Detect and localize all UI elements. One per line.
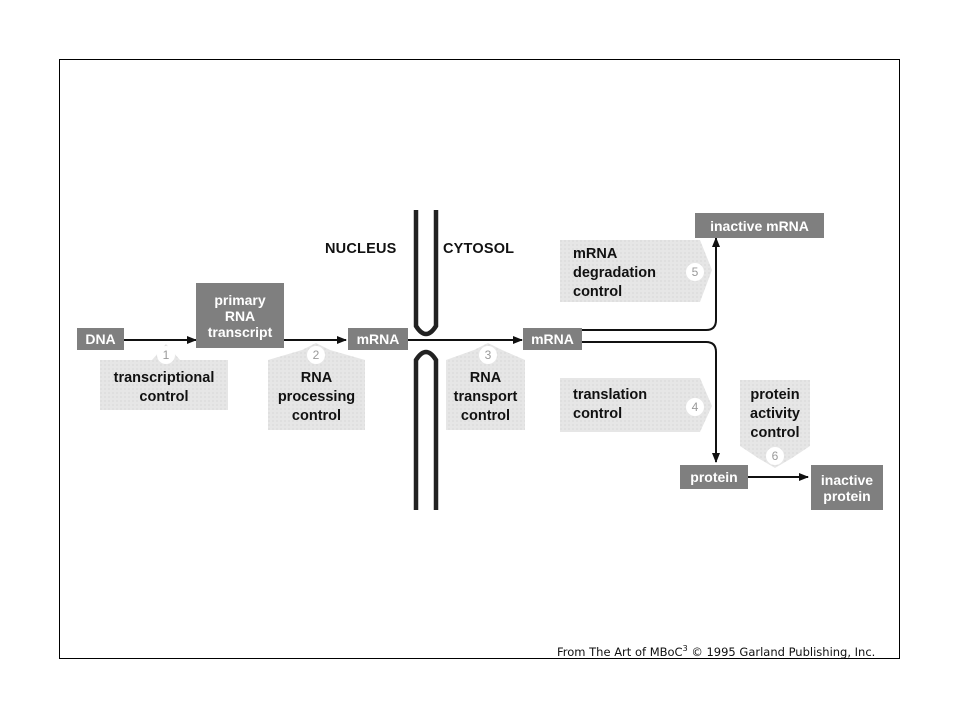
control-4-line-1: translation (573, 387, 648, 403)
control-6-line-3: control (750, 425, 800, 441)
transcript-line-3: transcript (207, 323, 273, 340)
inactive-protein-line-2: protein (823, 487, 871, 504)
control-4-line-2: control (573, 406, 623, 422)
dna-box: DNA (77, 328, 124, 350)
control-text-5: mRNA degradation control (573, 245, 656, 302)
inactive-protein-line-1: inactive (820, 471, 874, 488)
control-number-4: 4 (686, 398, 704, 416)
control-5-line-1: mRNA (573, 246, 618, 262)
control-3-line-2: transport (453, 389, 518, 405)
control-shape-4 (560, 378, 712, 432)
credit-suffix: © 1995 Garland Publishing, Inc. (687, 644, 876, 659)
control-text-6: protein activity control (740, 386, 810, 443)
control-6-line-1: protein (750, 387, 800, 403)
nuclear-envelope-lower (413, 349, 439, 510)
control-2-line-2: processing (277, 389, 356, 405)
control-shape-6 (740, 380, 810, 468)
inactive-mrna-label: inactive mRNA (710, 217, 809, 234)
control-text-3: RNA transport control (446, 369, 525, 426)
credit-superscript: 3 (682, 644, 688, 653)
inactive-protein-box: inactive protein (811, 465, 883, 510)
control-number-6: 6 (766, 447, 784, 465)
control-1-line-2: control (139, 389, 189, 405)
control-shape-2 (268, 343, 365, 430)
control-text-2: RNA processing control (268, 369, 365, 426)
control-number-2: 2 (307, 346, 325, 364)
control-shape-3 (446, 343, 525, 430)
control-2-line-3: control (291, 408, 342, 424)
diagram-frame (59, 59, 900, 659)
control-1-line-1: transcriptional (113, 370, 215, 386)
mrna-nucleus-label: mRNA (356, 331, 400, 347)
protein-box: protein (680, 465, 748, 489)
nuclear-envelope-upper (413, 210, 439, 337)
control-3-line-3: control (460, 408, 511, 424)
nucleus-label: NUCLEUS (325, 241, 397, 257)
control-3-line-1: RNA (469, 370, 502, 386)
protein-label: protein (690, 469, 738, 485)
mrna-cytosol-box: mRNA (523, 328, 582, 350)
mrna-nucleus-box: mRNA (348, 328, 408, 350)
control-number-5: 5 (686, 263, 704, 281)
control-number-1: 1 (157, 346, 175, 364)
inactive-mrna-box: inactive mRNA (695, 213, 824, 238)
control-number-3: 3 (479, 346, 497, 364)
control-text-4: translation control (573, 386, 647, 424)
dna-label: DNA (85, 331, 116, 347)
control-shape-1 (100, 344, 228, 410)
credit-prefix: From The Art of MBoC (557, 644, 683, 659)
mrna-cytosol-label: mRNA (531, 331, 574, 347)
transcript-line-2: RNA (224, 307, 256, 324)
transcript-line-1: primary (214, 291, 266, 308)
primary-rna-transcript-box: primary RNA transcript (196, 283, 284, 348)
cytosol-label: CYTOSOL (443, 241, 515, 257)
arrow-to-inactive-mrna (582, 237, 720, 331)
arrow-to-protein (582, 341, 720, 463)
control-2-line-1: RNA (300, 370, 333, 386)
control-5-line-3: control (573, 284, 623, 300)
control-shape-5 (560, 240, 712, 302)
control-text-1: transcriptional control (100, 369, 228, 407)
control-5-line-2: degradation (573, 265, 656, 281)
control-6-line-2: activity (750, 406, 800, 422)
copyright-credit: From The Art of MBoC3 © 1995 Garland Pub… (557, 644, 875, 659)
